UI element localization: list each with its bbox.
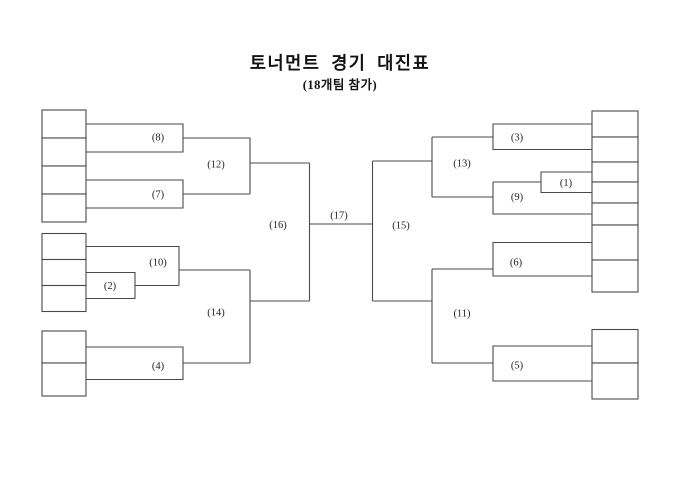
team-slot-right-4 xyxy=(591,181,639,204)
match-17-label: (17) xyxy=(330,211,348,222)
match-7-label: (7) xyxy=(152,190,165,201)
match-12-connector xyxy=(249,138,310,194)
match-13-label: (13) xyxy=(453,159,471,170)
page-title: 토너먼트 경기 대진표 xyxy=(249,53,431,73)
team-slot-left-1 xyxy=(41,109,87,139)
match-16-label: (16) xyxy=(269,220,287,231)
team-slot-right-1 xyxy=(591,110,639,138)
match-7-connector xyxy=(86,179,250,209)
team-slot-right-9 xyxy=(591,362,639,400)
team-slot-right-6 xyxy=(591,224,639,261)
match-5-label: (5) xyxy=(511,361,524,372)
team-slot-left-6 xyxy=(41,258,87,287)
match-connectors xyxy=(86,123,592,382)
match-11-label: (11) xyxy=(453,309,471,320)
match-1-label: (1) xyxy=(560,178,573,189)
match-14-connector xyxy=(249,270,310,363)
team-slot-right-7 xyxy=(591,259,639,293)
match-12-label: (12) xyxy=(207,160,225,171)
match-6-label: (6) xyxy=(510,258,523,269)
match-3-label: (3) xyxy=(511,133,524,144)
match-8-label: (8) xyxy=(152,133,165,144)
match-11-connector xyxy=(372,269,433,363)
team-slot-left-9 xyxy=(41,362,87,397)
team-slot-left-4 xyxy=(41,193,87,223)
team-slot-left-7 xyxy=(41,284,87,313)
team-slots xyxy=(41,109,639,400)
team-slot-left-3 xyxy=(41,165,87,195)
match-13-connector xyxy=(372,137,433,197)
team-slot-right-8 xyxy=(591,328,639,364)
team-slot-right-3 xyxy=(591,161,639,183)
match-10-label: (10) xyxy=(149,258,167,269)
team-slot-left-2 xyxy=(41,137,87,167)
match-1-connector xyxy=(493,171,592,194)
match-4-label: (4) xyxy=(152,361,165,372)
match-10-connector xyxy=(86,245,250,286)
match-2-label: (2) xyxy=(104,281,117,292)
team-slot-left-8 xyxy=(41,330,87,364)
match-4-connector xyxy=(86,346,250,381)
page-subtitle: (18개팀 참가) xyxy=(302,78,378,92)
match-5-connector xyxy=(432,345,592,382)
team-slot-right-5 xyxy=(591,202,639,226)
match-3-connector xyxy=(432,123,592,151)
match-8-connector xyxy=(86,123,250,153)
match-15-label: (15) xyxy=(392,221,410,232)
match-14-label: (14) xyxy=(207,308,225,319)
team-slot-left-5 xyxy=(41,232,87,261)
match-6-connector xyxy=(432,241,592,277)
team-slot-right-2 xyxy=(591,136,639,163)
match-9-connector xyxy=(432,182,592,215)
match-9-label: (9) xyxy=(511,192,524,203)
match-labels: (1) (2) (3) (4) (5) (6) (7) (8) (9) (10)… xyxy=(104,133,573,373)
match-2-connector xyxy=(86,271,179,300)
